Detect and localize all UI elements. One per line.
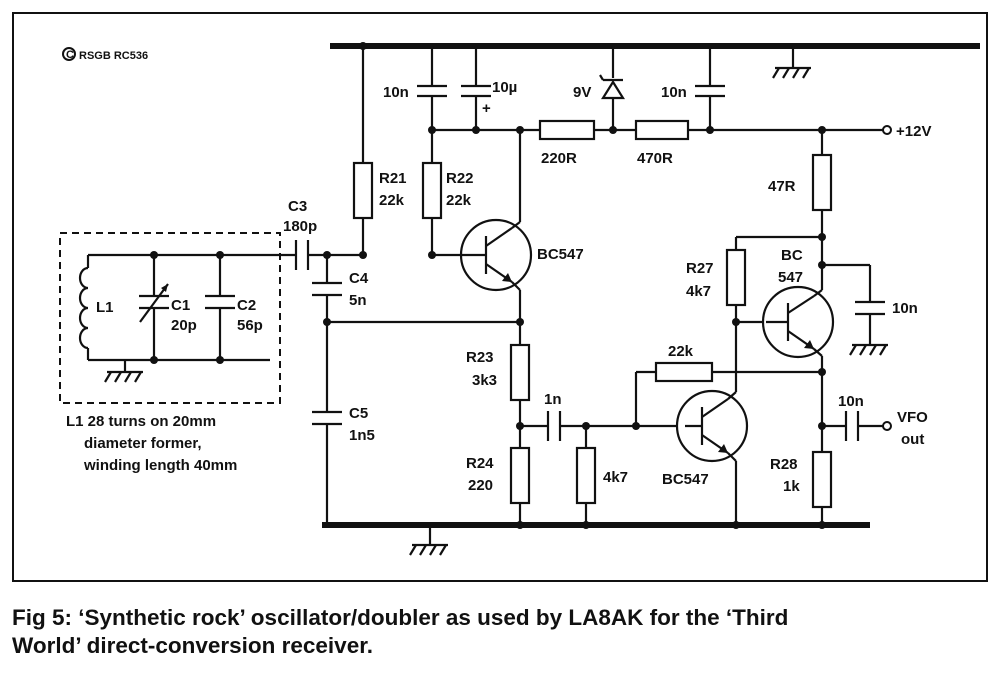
ground-symbol-right <box>849 340 888 356</box>
supply-label: +12V <box>896 123 931 140</box>
tank-dashed-box <box>59 232 281 404</box>
svg-text:470R: 470R <box>637 150 673 167</box>
r-470r: 470R <box>634 119 690 167</box>
r21 <box>352 161 374 220</box>
r-47r <box>811 153 833 212</box>
svg-text:220: 220 <box>468 477 493 494</box>
r-220r: 220R <box>538 119 596 167</box>
zener-label: 9V <box>573 84 591 101</box>
svg-text:R23: R23 <box>466 349 494 366</box>
copyright-mark: C RSGB RC536 <box>62 47 148 62</box>
supply-terminal <box>882 125 892 135</box>
svg-text:1n5: 1n5 <box>349 427 375 444</box>
q3-label: BC547 <box>662 471 709 488</box>
svg-text:547: 547 <box>778 269 803 286</box>
zener-diode <box>599 46 625 130</box>
copyright-text: RSGB RC536 <box>79 50 148 62</box>
cap-c2 <box>205 294 235 310</box>
svg-text:C4: C4 <box>349 270 369 287</box>
cap-10u <box>461 46 491 130</box>
q2-bc547 <box>761 285 835 525</box>
cap-10n-b <box>695 46 725 130</box>
svg-text:56p: 56p <box>237 317 263 334</box>
svg-text:R27: R27 <box>686 260 714 277</box>
cap-10u-label: 10µ <box>492 79 517 96</box>
svg-text:C5: C5 <box>349 405 368 422</box>
svg-text:VFO: VFO <box>897 409 928 426</box>
vfo-out-terminal <box>882 421 892 431</box>
svg-text:1k: 1k <box>783 478 800 495</box>
cap-10n-a-label: 10n <box>383 84 409 101</box>
svg-text:3k3: 3k3 <box>472 372 497 389</box>
cap-10n-out-label: 10n <box>838 393 864 410</box>
svg-text:180p: 180p <box>283 218 317 235</box>
ground-symbol-top <box>772 46 811 79</box>
svg-text:4k7: 4k7 <box>686 283 711 300</box>
svg-text:22k: 22k <box>446 192 472 209</box>
cap-10u-plus: + <box>482 100 491 117</box>
svg-text:R24: R24 <box>466 455 494 472</box>
svg-text:out: out <box>901 431 924 448</box>
figure-frame <box>12 12 988 582</box>
q1-label: BC547 <box>537 246 584 263</box>
svg-text:47R: 47R <box>768 178 796 195</box>
svg-text:R21: R21 <box>379 170 407 187</box>
cap-1n-label: 1n <box>544 391 562 408</box>
ground-symbol-bottom <box>409 525 448 556</box>
inductor-l1 <box>78 266 89 350</box>
q1-bc547 <box>432 130 533 345</box>
svg-text:22k: 22k <box>668 343 694 360</box>
r22 <box>421 161 443 220</box>
svg-text:C: C <box>66 49 74 61</box>
svg-text:C3: C3 <box>288 198 307 215</box>
svg-text:winding length 40mm: winding length 40mm <box>83 457 237 474</box>
figure-caption: Fig 5: ‘Synthetic rock’ oscillator/doubl… <box>12 604 988 660</box>
svg-text:5n: 5n <box>349 292 367 309</box>
cap-c3 <box>294 240 363 270</box>
circuit-schematic: C RSGB RC536 +12V 220R 470R 10n 10µ <box>59 42 980 556</box>
caption-line-1: Fig 5: ‘Synthetic rock’ oscillator/doubl… <box>12 605 789 630</box>
r27 <box>725 248 747 307</box>
svg-text:20p: 20p <box>171 317 197 334</box>
svg-text:BC: BC <box>781 247 803 264</box>
r23 <box>509 343 531 402</box>
caption-line-2: World’ direct-conversion receiver. <box>12 633 373 658</box>
svg-text:R28: R28 <box>770 456 798 473</box>
r24 <box>509 446 531 505</box>
r-22k-feedback <box>654 361 714 383</box>
svg-text:C1: C1 <box>171 297 190 314</box>
svg-text:L1 28 turns on 20mm: L1 28 turns on 20mm <box>66 413 216 430</box>
svg-text:22k: 22k <box>379 192 405 209</box>
svg-text:diameter former,: diameter former, <box>84 435 202 452</box>
cap-10n-c-label: 10n <box>892 300 918 317</box>
q3-bc547 <box>675 389 749 525</box>
svg-text:220R: 220R <box>541 150 577 167</box>
r-4k7-base <box>575 446 597 505</box>
ground-symbol-tank <box>104 360 143 383</box>
cap-10n-b-label: 10n <box>661 84 687 101</box>
svg-text:4k7: 4k7 <box>603 469 628 486</box>
junction-dots <box>150 42 826 529</box>
svg-text:R22: R22 <box>446 170 474 187</box>
variable-cap-c1 <box>139 283 169 323</box>
r28 <box>811 450 833 509</box>
svg-text:C2: C2 <box>237 297 256 314</box>
svg-text:L1: L1 <box>96 299 114 316</box>
cap-10n-a <box>417 46 447 130</box>
